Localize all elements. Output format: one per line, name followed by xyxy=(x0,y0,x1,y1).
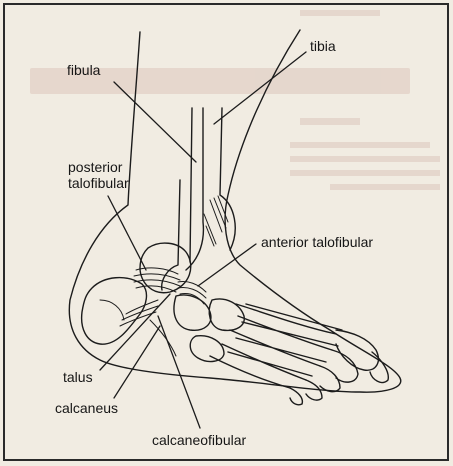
label-fibula: fibula xyxy=(67,62,100,78)
calcaneofibular-leader xyxy=(158,316,200,428)
label-posterior-line2: talofibular xyxy=(68,175,129,191)
posterior-talofibular-leader xyxy=(108,196,146,270)
label-calcaneus: calcaneus xyxy=(55,400,118,416)
label-talus: talus xyxy=(63,369,93,385)
talus-leader xyxy=(100,294,170,370)
label-calcaneofibular: calcaneofibular xyxy=(152,432,246,448)
tibia-bone xyxy=(186,108,235,270)
label-tibia: tibia xyxy=(310,38,336,54)
anterior-talofibular-leader xyxy=(198,244,256,286)
fibula-bone xyxy=(162,108,192,290)
label-posterior-talofibular: posterior talofibular xyxy=(68,159,129,191)
label-anterior-talofibular: anterior talofibular xyxy=(261,234,373,250)
midfoot-bones xyxy=(174,295,244,362)
label-posterior-line1: posterior xyxy=(68,159,129,175)
metatarsal-bones xyxy=(210,304,342,388)
